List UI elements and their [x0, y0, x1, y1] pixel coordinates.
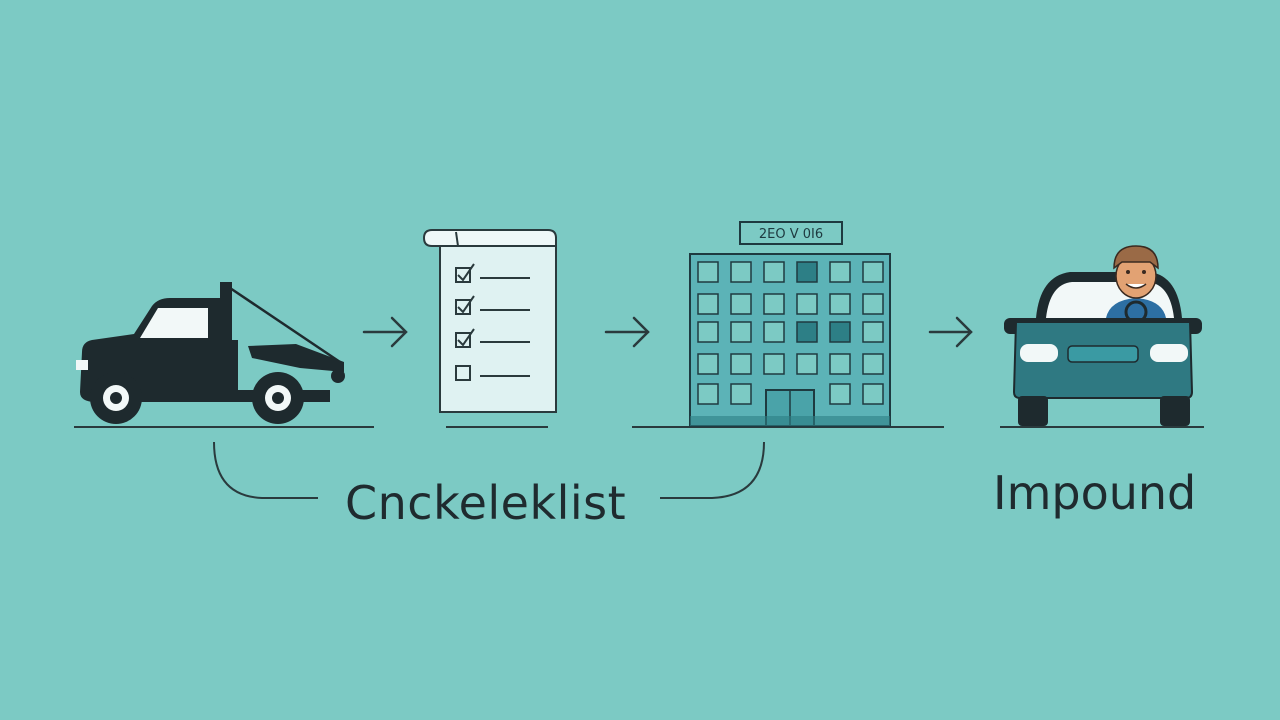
building-window [763, 321, 785, 343]
building-window [730, 321, 752, 343]
building-window [730, 383, 752, 405]
building-window [829, 353, 851, 375]
building-window [697, 293, 719, 315]
building-window [796, 261, 818, 283]
building-windows [697, 261, 884, 405]
building-window [697, 353, 719, 375]
right-arrow-icon [604, 316, 650, 348]
building-window [862, 261, 884, 283]
bracket-connector [213, 441, 765, 499]
right-arrow-icon [362, 316, 408, 348]
building-window [862, 293, 884, 315]
building-window [730, 353, 752, 375]
car-with-driver-icon [1004, 245, 1202, 426]
building-window [862, 321, 884, 343]
building-window [730, 261, 752, 283]
building-window [829, 321, 851, 343]
building-window [697, 321, 719, 343]
building-window [796, 293, 818, 315]
impound-label: Impound [993, 466, 1197, 520]
checkbox-checked-icon [455, 295, 475, 315]
building-window [829, 383, 851, 405]
building-window [796, 321, 818, 343]
building-window [829, 261, 851, 283]
building-window [796, 353, 818, 375]
building-window [763, 353, 785, 375]
checklist-label: Cnckeleklist [345, 476, 627, 530]
tow-truck-icon [76, 282, 345, 424]
building-window [763, 293, 785, 315]
building-window [862, 353, 884, 375]
driver-avatar [1106, 245, 1166, 324]
checkbox-checked-icon [455, 328, 475, 348]
building-window [862, 383, 884, 405]
building-window [697, 261, 719, 283]
impound-building-icon: 2EO V 0I6 [689, 221, 891, 427]
building-window [730, 293, 752, 315]
right-arrow-icon [928, 316, 973, 348]
checklist-document-icon [422, 229, 557, 413]
checkbox-checked-icon [455, 263, 475, 283]
building-window [763, 261, 785, 283]
checkbox-empty-icon [455, 365, 471, 381]
building-sign-text: 2EO V 0I6 [759, 227, 823, 242]
building-window [697, 383, 719, 405]
building-window [829, 293, 851, 315]
